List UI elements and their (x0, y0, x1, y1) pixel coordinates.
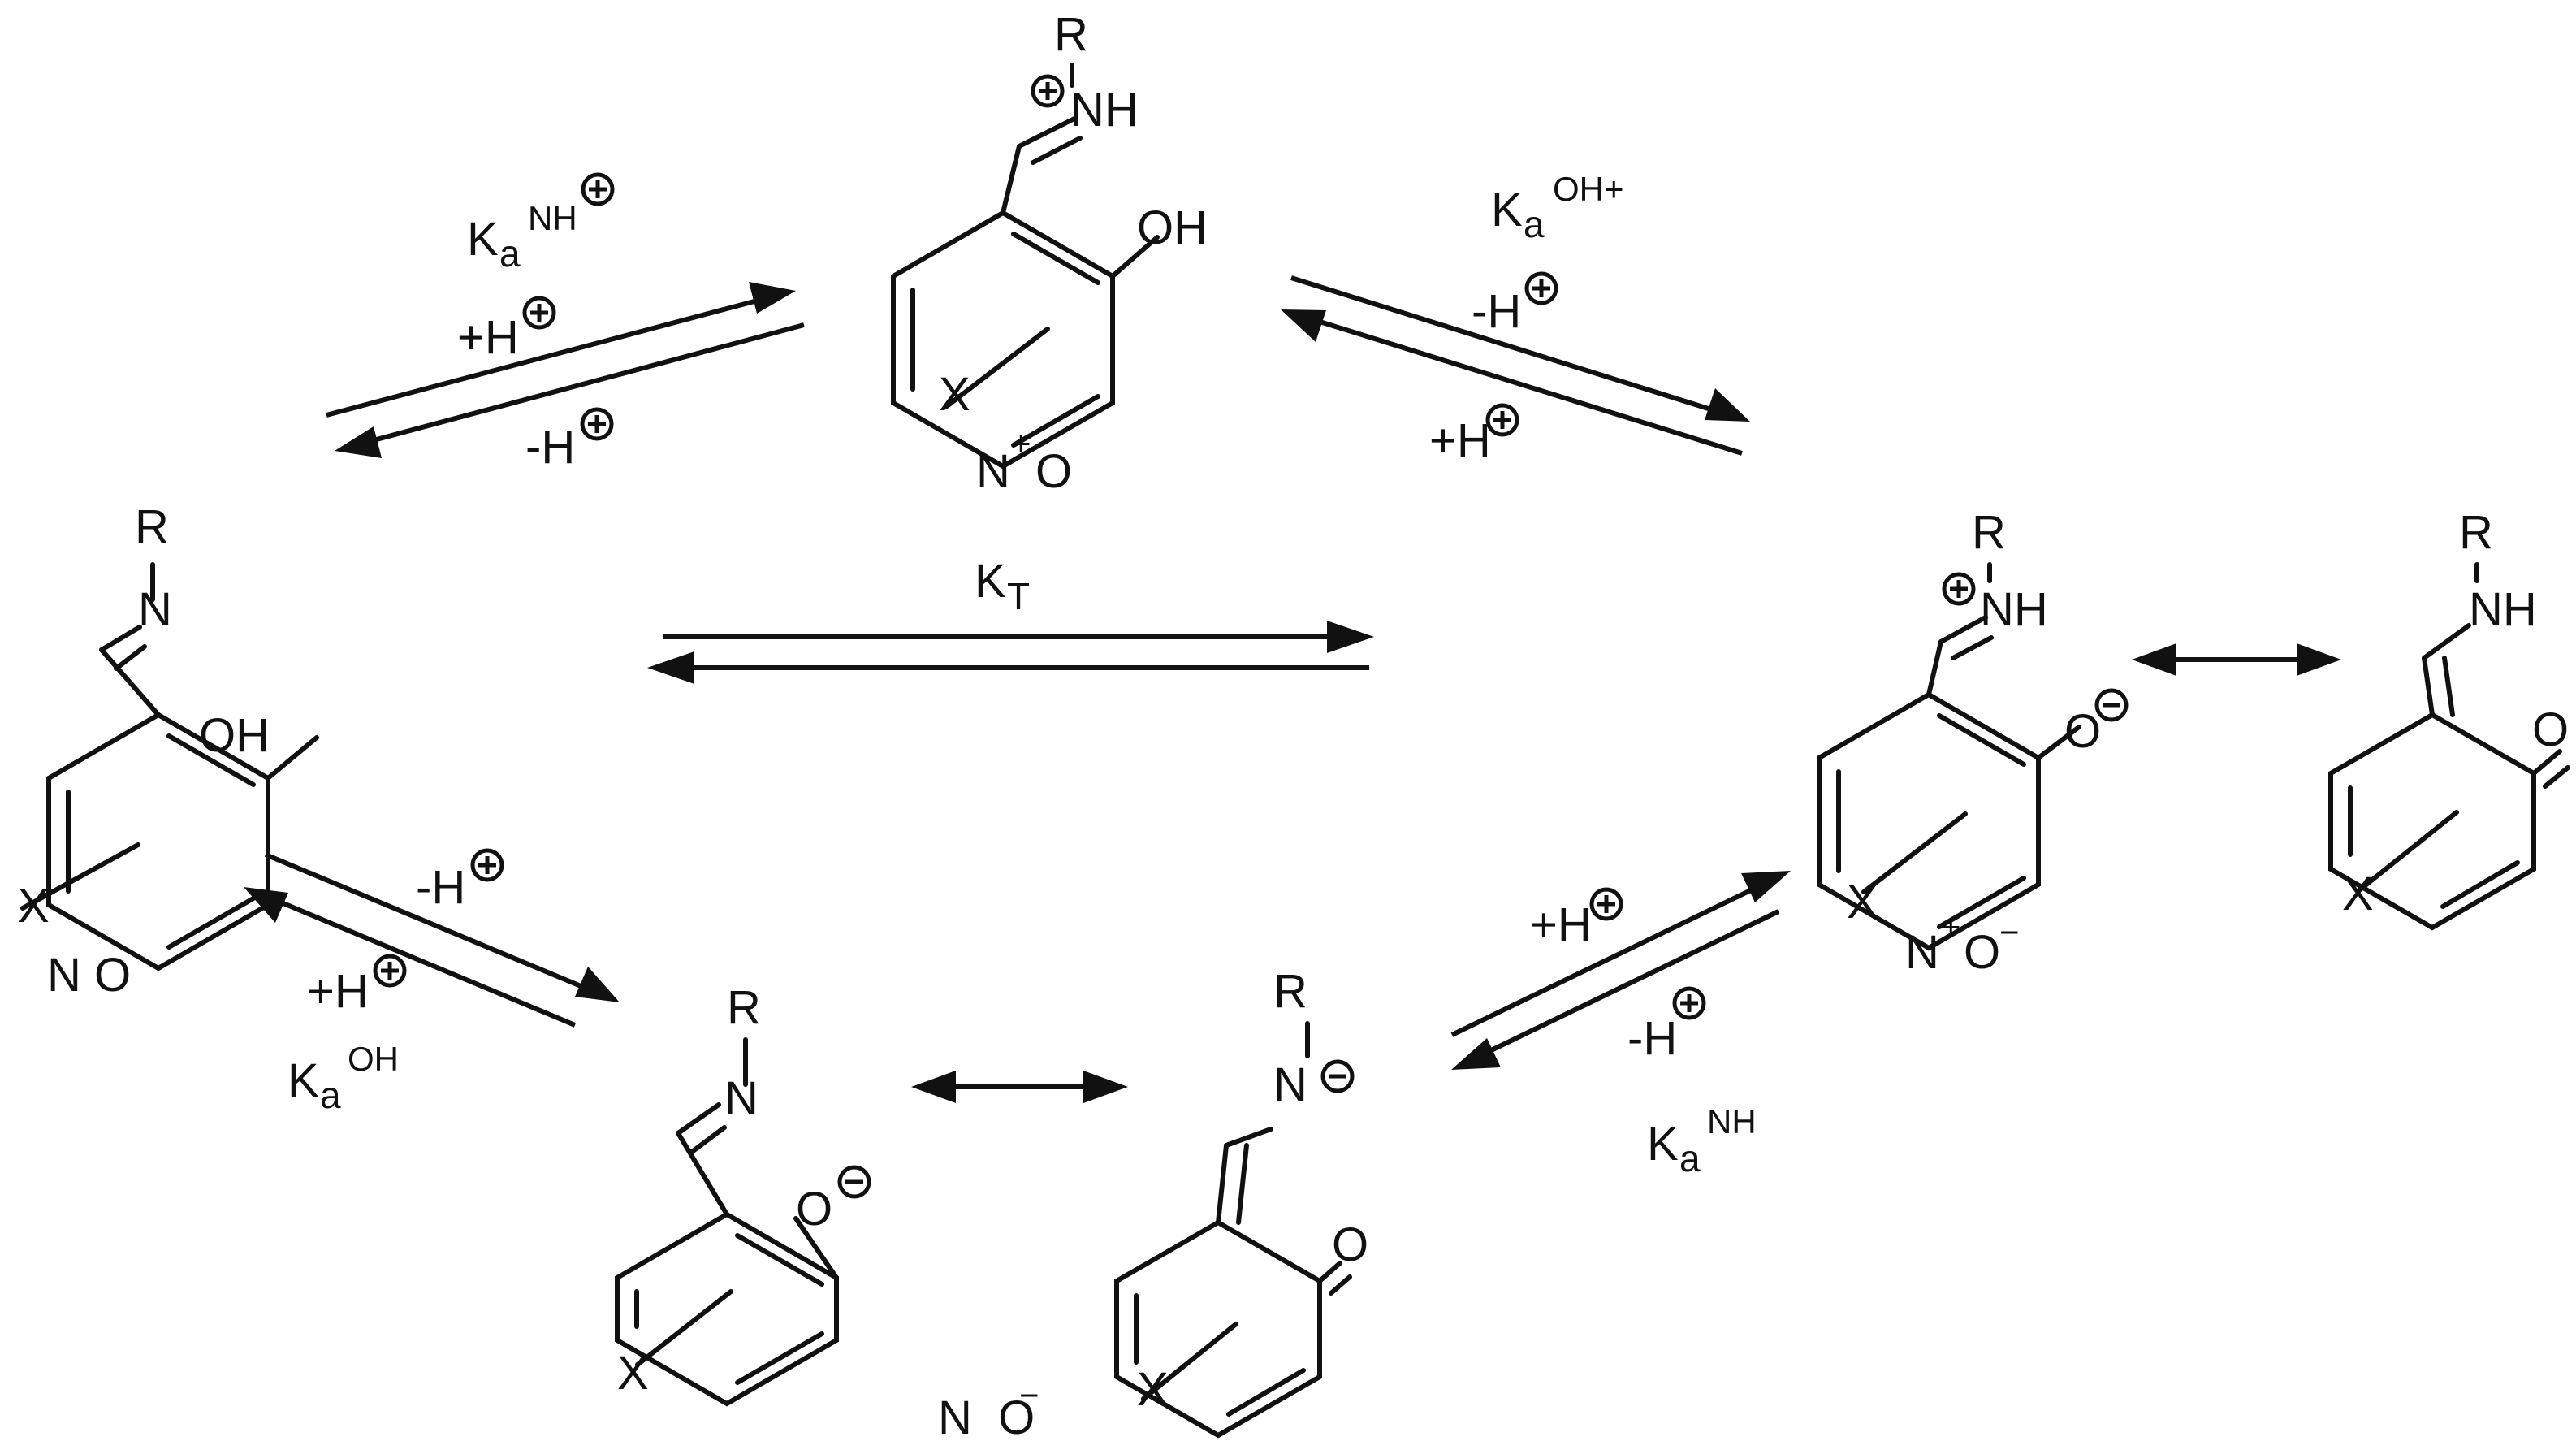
resonance-arrow-right (2132, 643, 2341, 676)
phenoxide-o-label: O (796, 1183, 832, 1235)
amine-nh-label: NH (2469, 583, 2537, 636)
equilibrium-arrows-top-right (1281, 275, 1750, 456)
forward-proton-label: -H (416, 861, 465, 914)
substituent-x-label: X (1137, 1363, 1169, 1416)
reverse-proton-label: -H (525, 421, 575, 474)
kt-label-main: K (975, 555, 1006, 608)
label-group-top-left: K a NH +H -H (457, 175, 612, 474)
equilibrium-arrows-top-left (326, 282, 805, 458)
species-label-plus: + (1941, 907, 1961, 946)
proton-charge-icon (1592, 889, 1621, 919)
ka-nh-label-sup: NH (1707, 1102, 1757, 1140)
reverse-proton-label: +H (1429, 414, 1491, 467)
iminium-charge-icon (1944, 574, 1973, 604)
label-group-bottom-right: +H -H K a NH (1530, 889, 1757, 1179)
iminium-nh-label: NH (1070, 84, 1139, 136)
reverse-proton-label: -H (1627, 1012, 1677, 1065)
r-group-label: R (2459, 506, 2493, 559)
substituent-x-label: X (939, 368, 970, 421)
phenoxide-charge-icon (2097, 690, 2126, 720)
proton-charge-icon (473, 850, 502, 880)
equilibrium-arrows-bottom-right (1450, 871, 1791, 1070)
species-label-minus: − (1999, 913, 2020, 951)
r-group-label: R (727, 981, 761, 1034)
resonance-arrow-bottom (911, 1071, 1128, 1103)
structure-keto-anion: R N O X N O − (938, 965, 1368, 1444)
proton-charge-icon (525, 298, 554, 327)
ka-oh-label-sup: OH+ (1553, 170, 1624, 208)
reverse-proton-label: +H (307, 965, 369, 1018)
ka-oh-label-main: K (1491, 184, 1523, 236)
r-group-label: R (1054, 8, 1088, 61)
species-label-no: N O (47, 949, 131, 1002)
label-group-top-right: K a OH+ -H +H (1429, 170, 1624, 467)
iminium-charge-icon (1033, 76, 1062, 106)
structure-cation: R NH OH X N + O (891, 8, 1208, 498)
amide-n-label: N (1273, 1058, 1307, 1111)
phenoxide-charge-icon (840, 1167, 869, 1197)
species-label-minus: − (1019, 1376, 1039, 1414)
ka-nh-label-sub: a (499, 232, 521, 275)
structure-neutral-enol: R N OH X N O (18, 500, 319, 1002)
r-group-label: R (135, 500, 169, 553)
proton-charge-icon (583, 175, 612, 204)
species-label-o: O (1035, 445, 1072, 498)
imine-n-label: N (138, 583, 172, 636)
imine-n-label: N (724, 1072, 759, 1125)
ka-nh-label-main: K (467, 213, 499, 266)
species-label-n: N (1905, 926, 1939, 979)
proton-charge-icon (1488, 405, 1517, 435)
nitrogen-charge-icon (1323, 1062, 1352, 1091)
ka-oh-label-sub: a (1524, 203, 1545, 245)
kt-label-sub: T (1007, 575, 1030, 617)
forward-proton-label: -H (1472, 285, 1521, 338)
structure-zwitterion: R NH O X N + O − (1817, 506, 2126, 979)
ka-nh-label-sub: a (1679, 1137, 1701, 1179)
forward-proton-label: +H (457, 311, 519, 364)
ka-oh-label-main: K (287, 1054, 319, 1107)
iminium-nh-label: NH (1980, 583, 2048, 636)
proton-charge-icon (375, 956, 404, 985)
ka-nh-label-main: K (1647, 1118, 1679, 1171)
structure-phenolate: R N O X (615, 981, 869, 1407)
r-group-label: R (1972, 506, 2006, 559)
proton-charge-icon (1675, 989, 1704, 1018)
species-label-no: N O (938, 1391, 1035, 1444)
r-group-label: R (1273, 965, 1307, 1018)
ka-oh-label-sup: OH (348, 1040, 399, 1078)
carbonyl-o-label: O (2532, 703, 2569, 756)
hydroxyl-label: OH (199, 709, 270, 762)
forward-proton-label: +H (1530, 898, 1592, 951)
substituent-x-label: X (617, 1347, 649, 1400)
substituent-x-label: X (18, 880, 50, 933)
species-label-o: O (1964, 926, 2000, 979)
ka-nh-label-sup: NH (528, 199, 577, 237)
structure-keto-amine: R NH O X (2328, 506, 2570, 931)
label-group-tautomer: K T (975, 555, 1030, 617)
proton-charge-icon (1527, 274, 1556, 303)
equilibrium-arrows-tautomer (647, 621, 1374, 684)
species-label-plus: + (1011, 424, 1031, 462)
species-label-n: N (976, 445, 1010, 498)
phenoxide-o-label: O (2064, 705, 2101, 758)
label-group-bottom-left: -H +H K a OH (287, 850, 502, 1116)
substituent-x-label: X (2342, 868, 2374, 920)
hydroxyl-label: OH (1137, 201, 1208, 254)
carbonyl-o-label: O (1332, 1218, 1368, 1271)
proton-charge-icon (582, 409, 612, 439)
ka-oh-label-sub: a (320, 1074, 341, 1116)
substituent-x-label: X (1847, 876, 1878, 928)
